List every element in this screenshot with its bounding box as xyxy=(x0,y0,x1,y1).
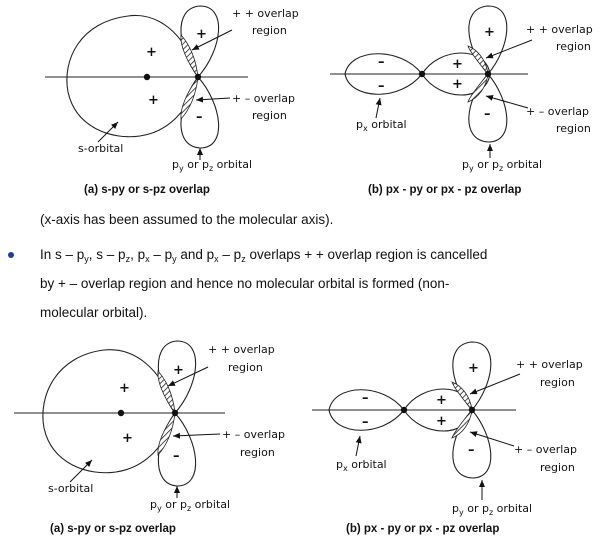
pm-overlap-label: + – overlap xyxy=(222,428,285,441)
p-orbital-upper-lobe xyxy=(452,341,492,411)
s-orbital-arrow xyxy=(97,121,119,143)
px-orbital-left-lobe xyxy=(344,53,423,95)
pp-arrow xyxy=(167,366,209,387)
p-orbital-label: py or pz orbital xyxy=(452,502,532,517)
nucleus-px xyxy=(418,70,426,78)
sign-minus: – xyxy=(378,55,385,70)
caption-b: (b) px - py or px - pz overlap xyxy=(368,184,521,196)
pp-overlap-label-line2: region xyxy=(252,24,287,37)
pm-overlap-label-line2: region xyxy=(556,122,591,135)
sign-minus: – xyxy=(468,443,475,458)
caption-b: (b) px - py or px - pz overlap xyxy=(346,523,499,535)
px-orbital-label: px orbital xyxy=(336,458,387,473)
sign-minus: – xyxy=(196,110,203,125)
p-orbital-label: py or pz orbital xyxy=(462,158,542,173)
sign-plus: + xyxy=(173,363,184,378)
nucleus-p xyxy=(194,73,202,81)
diagram-b-bottom: – – + + + – + + overlap region + – overl… xyxy=(312,341,583,535)
s-orbital-label: s-orbital xyxy=(78,142,123,155)
pm-overlap-region xyxy=(467,72,489,103)
caption-a: (a) s-py or s-pz overlap xyxy=(84,184,210,196)
pp-overlap-label: + + overlap xyxy=(208,343,275,356)
nucleus-p xyxy=(171,409,179,417)
sign-plus: + xyxy=(436,414,447,429)
pm-arrow xyxy=(469,431,515,447)
sign-plus: + xyxy=(119,381,130,396)
caption-a: (a) s-py or s-pz overlap xyxy=(50,523,176,535)
pp-arrow xyxy=(485,39,533,59)
pm-overlap-region xyxy=(157,412,176,456)
sign-minus: – xyxy=(173,449,180,464)
sign-minus: – xyxy=(378,79,385,94)
sign-plus: + xyxy=(452,77,463,92)
sign-minus: – xyxy=(362,391,369,406)
nucleus-p xyxy=(484,70,492,78)
pp-overlap-label-line2: region xyxy=(228,361,263,374)
pp-arrow xyxy=(191,29,233,51)
px-orbital-arrow xyxy=(375,97,382,119)
pm-arrow xyxy=(195,96,231,103)
pp-overlap-label-line2: region xyxy=(540,376,575,389)
px-orbital-arrow xyxy=(355,435,362,457)
sign-minus: – xyxy=(362,415,369,430)
s-orbital-label: s-orbital xyxy=(48,482,93,495)
sign-plus: + xyxy=(148,93,159,108)
pp-overlap-region xyxy=(451,381,473,412)
p-orbital-upper-lobe xyxy=(468,5,508,75)
s-orbital-shape xyxy=(66,14,199,138)
nucleus-p xyxy=(468,406,476,414)
pp-arrow xyxy=(469,373,521,395)
pm-overlap-label: + – overlap xyxy=(526,105,589,118)
bullet-line-3: molecular orbital). xyxy=(40,305,148,320)
nucleus-px xyxy=(400,406,408,414)
bullet-line-1: In s – py, s – pz, px – py and px – pz o… xyxy=(40,247,488,264)
pm-overlap-label-line2: region xyxy=(540,461,575,474)
diagram-b-top: – – + + + – + + overlap region + – overl… xyxy=(330,5,593,196)
axis-note: (x-axis has been assumed to the molecula… xyxy=(40,212,334,227)
pp-overlap-label-line2: region xyxy=(556,40,591,53)
sign-plus: + xyxy=(452,57,463,72)
pp-overlap-region xyxy=(180,34,199,78)
sign-plus: + xyxy=(196,27,207,42)
sign-plus: + xyxy=(484,25,495,40)
sign-plus: + xyxy=(122,431,133,446)
sign-minus: – xyxy=(484,107,491,122)
sign-plus: + xyxy=(146,45,157,60)
nucleus-s xyxy=(143,73,151,81)
p-orbital-label: py or pz orbital xyxy=(150,498,230,513)
pm-overlap-label-line2: region xyxy=(252,109,287,122)
px-orbital-label: px orbital xyxy=(356,118,407,133)
s-orbital-shape xyxy=(42,349,176,474)
pp-overlap-label: + + overlap xyxy=(516,358,583,371)
bullet-dot xyxy=(8,252,14,258)
pm-arrow xyxy=(172,432,221,439)
px-orbital-left-lobe xyxy=(328,389,405,431)
pp-overlap-region xyxy=(467,45,489,76)
pp-overlap-label: + + overlap xyxy=(526,23,593,36)
pp-overlap-label: + + overlap xyxy=(232,7,299,20)
bullet-line-2: by + – overlap region and hence no molec… xyxy=(40,276,450,291)
sign-plus: + xyxy=(436,393,447,408)
pm-overlap-label-line2: region xyxy=(240,446,275,459)
pm-overlap-region xyxy=(451,408,473,439)
diagram-a-bottom: + + + – + + overlap region + – overlap r… xyxy=(14,340,285,535)
pm-arrow xyxy=(485,95,529,109)
pm-overlap-label: + – overlap xyxy=(232,92,295,105)
diagram-a-top: + + + – + + overlap region + – overlap r… xyxy=(45,5,299,196)
s-orbital-arrow xyxy=(69,459,93,483)
pp-overlap-region xyxy=(157,370,176,414)
sign-plus: + xyxy=(468,361,479,376)
nucleus-s xyxy=(117,409,125,417)
p-orbital-label: py or pz orbital xyxy=(172,158,252,173)
pm-overlap-region xyxy=(180,76,199,120)
pm-overlap-label: + – overlap xyxy=(514,443,577,456)
